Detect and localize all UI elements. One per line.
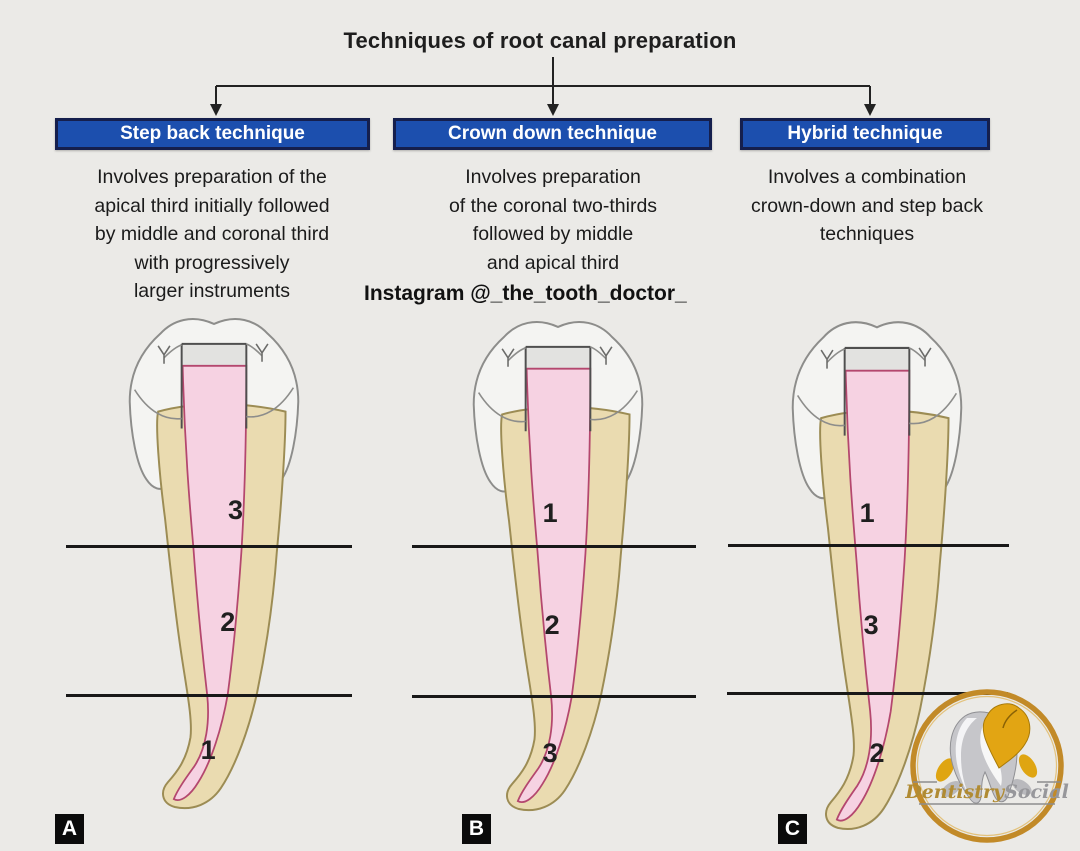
description-line: followed by middle [472, 223, 634, 245]
section-divider-line [66, 545, 352, 548]
tooth-drawing [472, 321, 644, 812]
heading-hybrid-technique: Hybrid technique [740, 118, 990, 150]
description-line: Involves a combination [767, 166, 967, 188]
section-number-apical: 2 [869, 738, 885, 768]
section-number-coronal: 3 [228, 495, 244, 525]
description-line: apical third initially followed [94, 194, 330, 217]
description-line: by middle and coronal third [94, 223, 330, 245]
section-number-coronal: 1 [859, 498, 875, 528]
description-line: crown-down and step back [751, 194, 983, 217]
section-number-middle: 2 [220, 607, 236, 637]
section-divider-line [412, 695, 696, 698]
section-number-middle: 2 [544, 610, 560, 640]
panel-badge-a: A [55, 814, 84, 844]
section-number-apical: 3 [542, 738, 558, 768]
heading-label: Hybrid technique [787, 123, 943, 144]
panel-badge-c: C [778, 814, 807, 844]
logo-brand-primary: Dentistry [905, 781, 1006, 803]
dentistry-social-logo: DentistrySocial [905, 689, 1069, 843]
instagram-watermark: Instagram @_the_tooth_doctor_ [364, 282, 687, 305]
description-line: Involves preparation [465, 166, 641, 188]
tooth-logo-icon [935, 703, 1038, 804]
panel-badge-b: B [462, 814, 491, 844]
branch-connector-arrows [210, 57, 876, 116]
logo-inner-ring [916, 695, 1058, 837]
section-divider-line [66, 694, 352, 697]
description-line: and apical third [486, 251, 620, 274]
section-number-apical: 1 [200, 735, 216, 765]
section-number-middle: 3 [863, 610, 879, 640]
description-line: techniques [819, 223, 915, 245]
logo-brand-secondary: Social [1004, 781, 1069, 803]
section-divider-line [728, 544, 1009, 547]
description-line: with progressively [134, 251, 290, 274]
logo-ring [910, 689, 1064, 843]
description-hybrid: Involves a combination crown-down and st… [714, 163, 1020, 249]
description-crown-down: Involves preparation of the coronal two-… [388, 163, 718, 277]
heading-step-back-technique: Step back technique [55, 118, 370, 150]
section-number-coronal: 1 [542, 498, 558, 528]
heading-label: Crown down technique [448, 123, 657, 144]
heading-crown-down-technique: Crown down technique [393, 118, 712, 150]
description-line: larger instruments [133, 280, 291, 302]
section-divider-line [727, 692, 1008, 695]
heading-label: Step back technique [120, 123, 305, 144]
section-divider-line [412, 545, 696, 548]
description-step-back: Involves preparation of the apical third… [36, 163, 388, 306]
tooth-illustration-step-back: 3 2 1 [116, 314, 312, 812]
description-line: Involves preparation of the [97, 166, 327, 188]
logo-brand-text: DentistrySocial [905, 781, 1069, 803]
description-line: of the coronal two-thirds [448, 194, 658, 217]
tooth-illustration-crown-down: 1 2 3 [460, 317, 656, 814]
page-title: Techniques of root canal preparation [343, 28, 737, 53]
tooth-illustration-hybrid: 1 3 2 [779, 317, 975, 833]
